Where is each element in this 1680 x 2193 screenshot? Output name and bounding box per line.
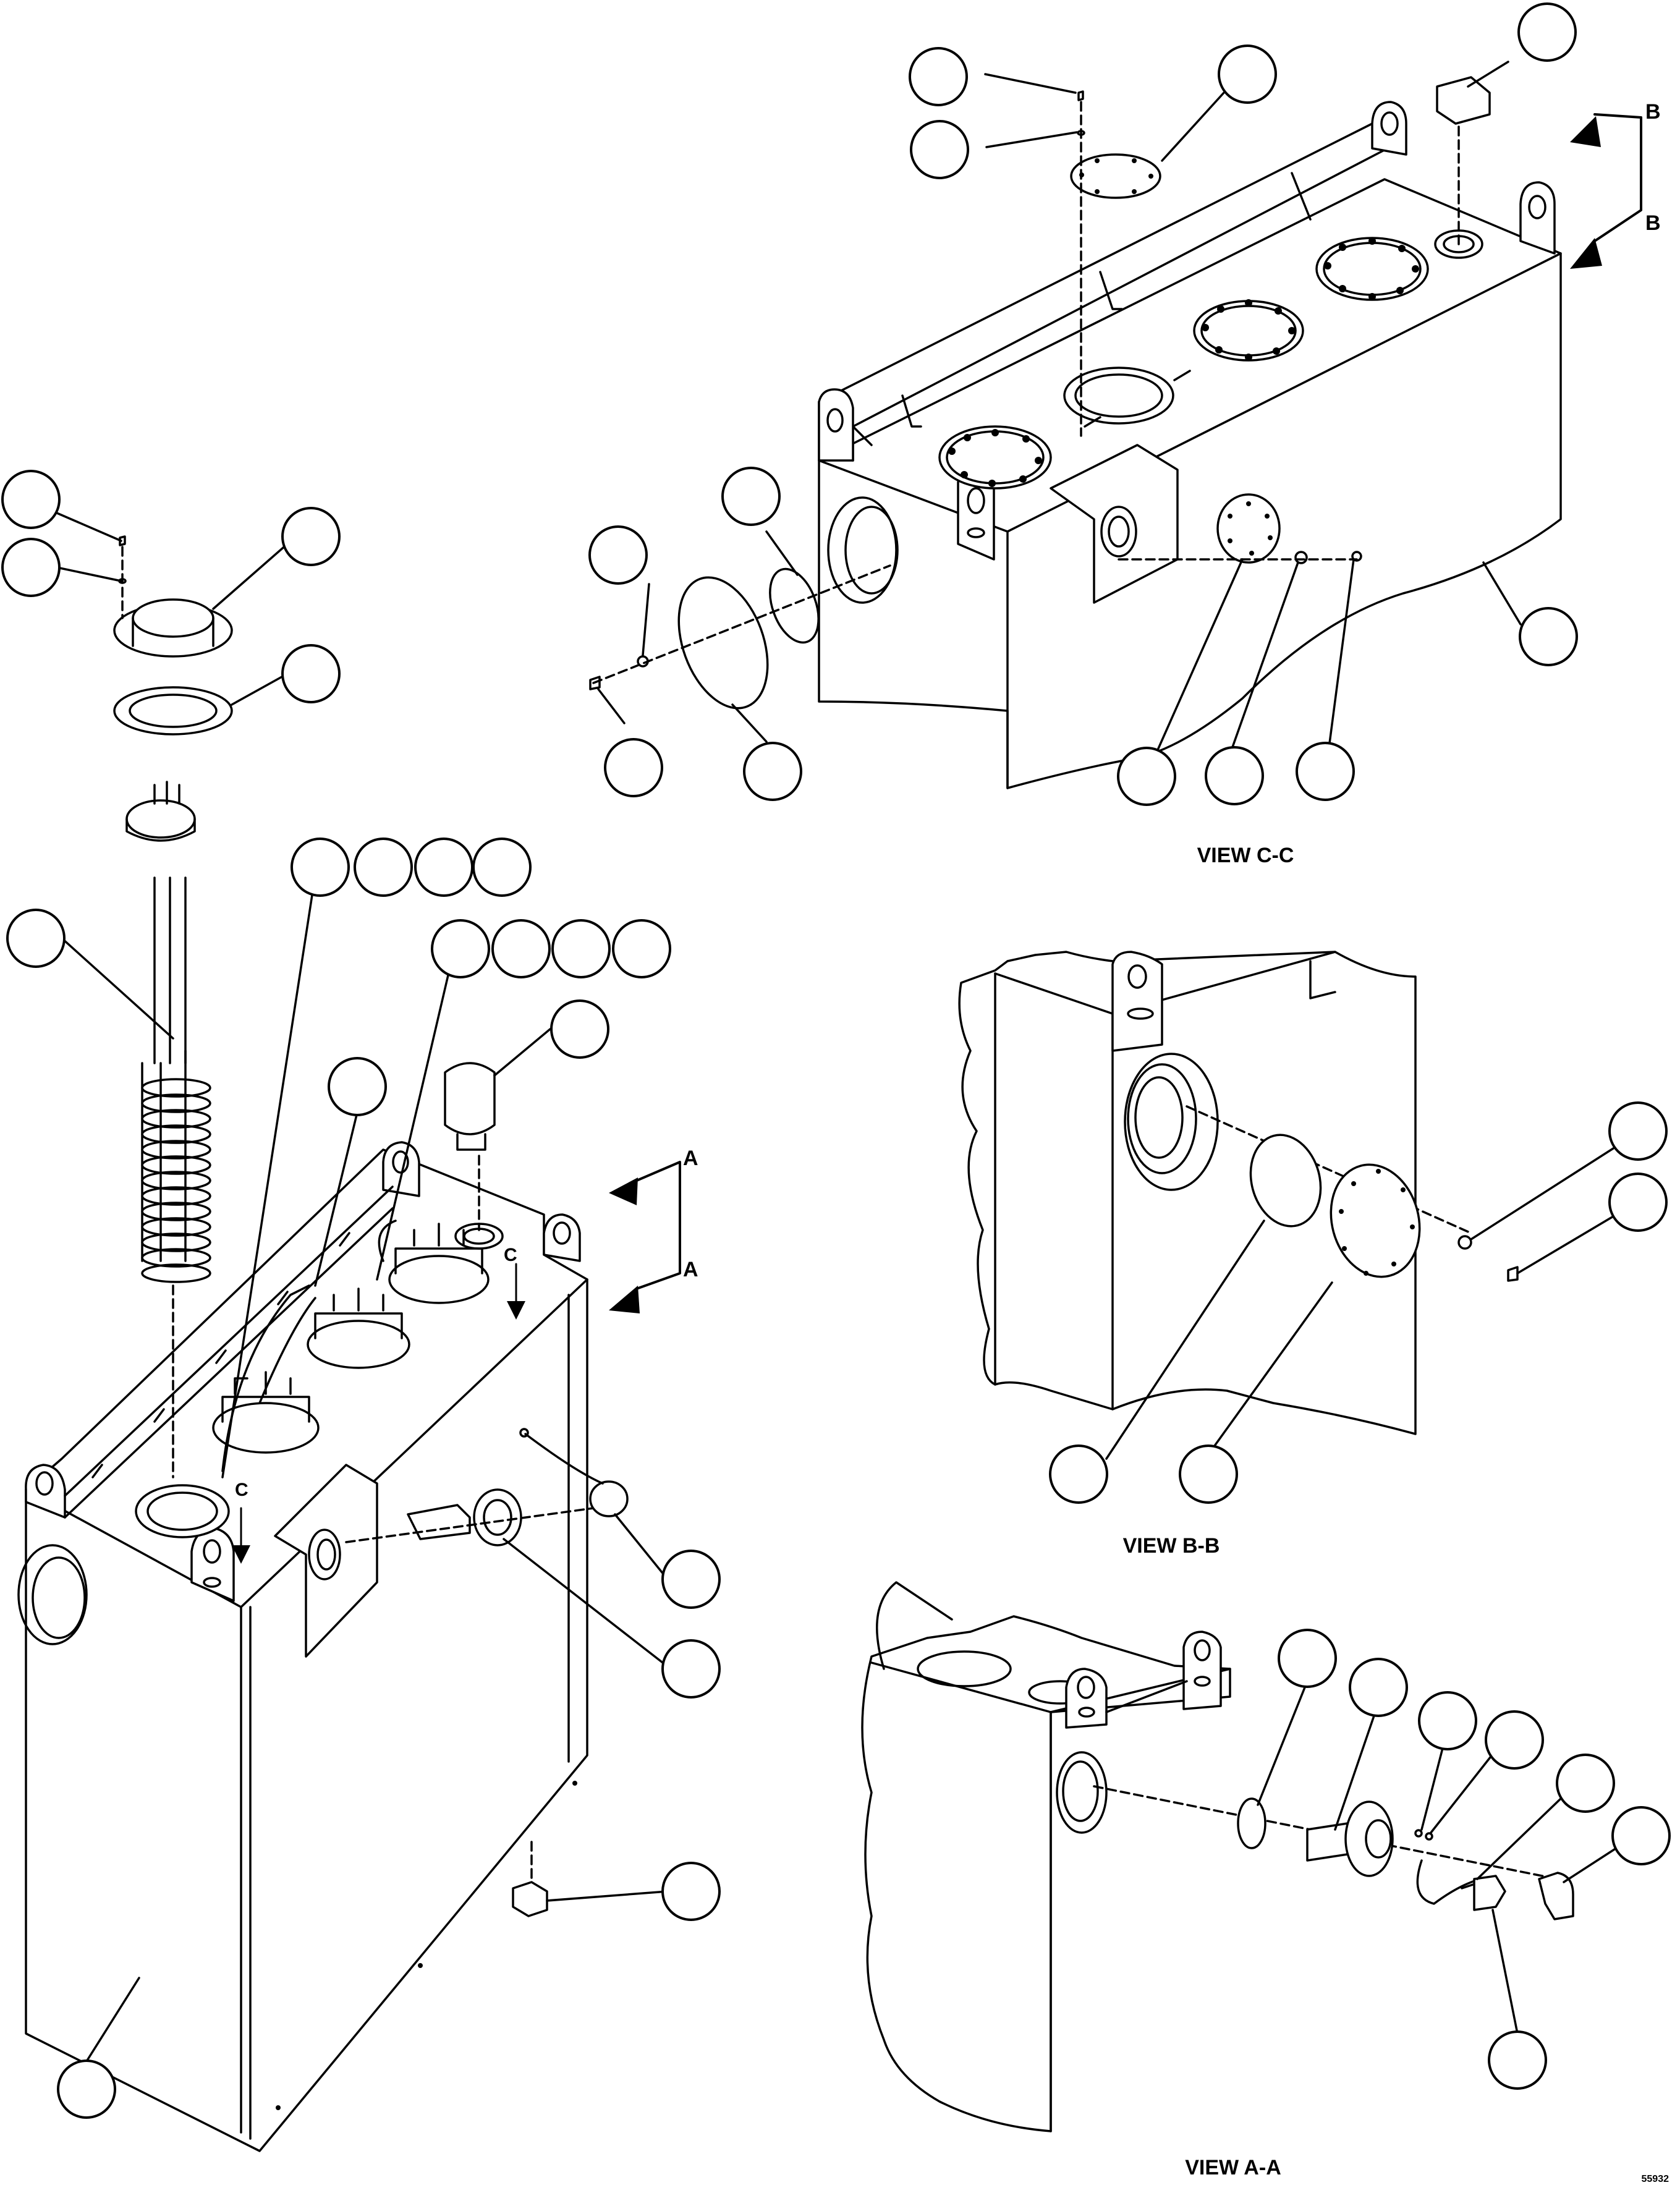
balloon [281, 507, 341, 566]
balloon [281, 644, 341, 703]
section-label-a-lower: A [683, 1258, 698, 1281]
balloon [1278, 1629, 1337, 1688]
view-a-a-callouts [1257, 1629, 1671, 2090]
section-label-c-right: C [504, 1245, 517, 1265]
balloon [1349, 1658, 1408, 1717]
balloon [551, 919, 611, 978]
section-arrows-a: A A [609, 1147, 698, 1313]
drawing-number: 55932 [1642, 2174, 1669, 2184]
balloon [1049, 1444, 1108, 1504]
balloon [1556, 1754, 1615, 1813]
balloon [550, 999, 609, 1059]
balloon [743, 742, 802, 801]
balloon [588, 525, 648, 585]
section-label-c-left: C [235, 1480, 248, 1500]
view-title-b-b: VIEW B-B [1123, 1534, 1220, 1558]
balloon [1611, 1806, 1671, 1865]
balloon [1218, 45, 1277, 104]
balloon [1, 470, 61, 529]
balloon [1608, 1101, 1668, 1161]
section-label-a-upper: A [683, 1147, 698, 1170]
main-tank-illustration: C C [17, 535, 629, 2152]
balloon [909, 47, 968, 106]
section-label-b-upper: B [1645, 100, 1661, 124]
balloon [721, 467, 781, 526]
view-title-a-a: VIEW A-A [1185, 2156, 1281, 2179]
balloon [1517, 2, 1577, 62]
view-b-b-illustration [958, 951, 1519, 1435]
main-tank-callouts [1, 470, 721, 2119]
balloon [1205, 746, 1264, 805]
balloon [6, 909, 66, 968]
view-c-c-illustration [589, 76, 1562, 789]
balloon [612, 919, 671, 978]
balloon [1608, 1173, 1668, 1232]
balloon [1418, 1691, 1477, 1750]
tank-body-c [818, 178, 1562, 789]
balloon [1519, 607, 1578, 666]
balloon [491, 919, 551, 978]
balloon [414, 838, 473, 897]
balloon [57, 2059, 116, 2119]
balloon [661, 1550, 721, 1609]
balloon [661, 1862, 721, 1921]
balloon [354, 838, 413, 897]
section-arrows-b: B B [1570, 100, 1661, 269]
balloon [1488, 2030, 1547, 2090]
view-a-a-illustration [861, 1581, 1574, 2132]
balloon [291, 838, 350, 897]
section-label-b-lower: B [1645, 211, 1661, 235]
balloon [431, 919, 490, 978]
balloon [328, 1057, 387, 1116]
balloon [1179, 1444, 1238, 1504]
balloon [472, 838, 532, 897]
balloon [604, 738, 663, 797]
view-c-c-callouts [588, 2, 1578, 806]
balloon [1, 538, 61, 597]
balloon [1117, 747, 1176, 806]
view-b-b-callouts [1049, 1101, 1668, 1504]
view-title-c-c: VIEW C-C [1197, 844, 1294, 867]
balloon [910, 120, 969, 179]
balloon [661, 1639, 721, 1699]
balloon [1296, 742, 1355, 801]
balloon [1485, 1710, 1544, 1770]
